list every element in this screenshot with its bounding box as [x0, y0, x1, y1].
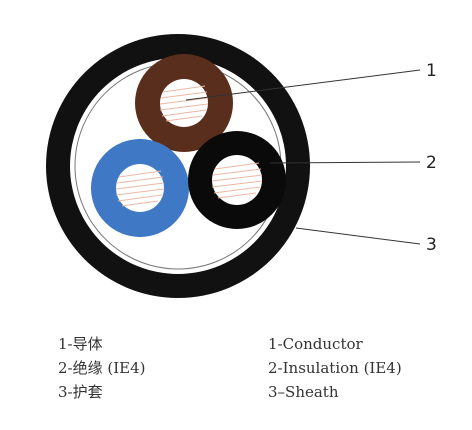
legend-item-insulation-cn: 2-绝缘 (IE4) [58, 359, 146, 377]
legend-item-insulation-en: 2-Insulation (IE4) [268, 359, 402, 377]
brown-core-strands [159, 85, 209, 122]
leader-line-insulation [269, 161, 421, 164]
black-core-strands [211, 162, 263, 199]
callout-number-insulation: 2 [426, 153, 437, 173]
leader-line-sheath [295, 227, 421, 245]
legend-chinese: 1-导体 2-绝缘 (IE4) 3-护套 [58, 332, 146, 404]
legend-english: 1-Conductor 2-Insulation (IE4) 3–Sheath [268, 332, 402, 404]
legend-item-sheath-cn: 3-护套 [58, 383, 103, 401]
callout-number-conductor: 1 [426, 61, 437, 81]
callout-number-sheath: 3 [426, 235, 437, 255]
brown-core [135, 54, 233, 152]
cable-cross-section-diagram: 1 2 3 [46, 34, 437, 298]
black-core [188, 131, 286, 229]
legend-item-conductor-cn: 1-导体 [58, 335, 103, 353]
leader-lines [185, 69, 421, 245]
legend-item-conductor-en: 1-Conductor [268, 335, 363, 353]
blue-core-strands [115, 170, 165, 207]
leader-line-conductor [185, 69, 421, 101]
blue-core [91, 139, 189, 237]
legend-item-sheath-en: 3–Sheath [268, 383, 339, 401]
